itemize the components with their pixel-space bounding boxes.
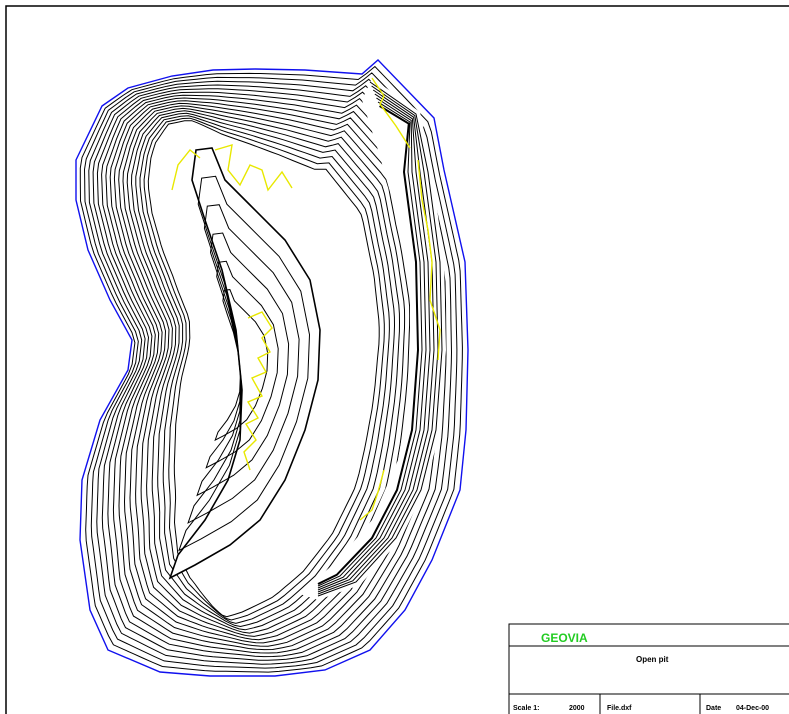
pit-floor-bench: [178, 175, 311, 552]
pit-floor-outline: [168, 147, 321, 580]
highlight-line: [243, 311, 273, 471]
pit-contour-ring: [130, 110, 401, 631]
pit-contour-ring: [126, 107, 406, 634]
east-bench-line: [317, 89, 435, 593]
east-bench-line: [317, 81, 443, 597]
pit-floor-bench: [214, 289, 269, 442]
highlight-line: [214, 144, 293, 192]
scale-label: Scale 1:: [513, 705, 539, 712]
pit-contour-ring: [143, 117, 385, 621]
pit-floor-bench: [196, 232, 290, 497]
date-value: 04-Dec-00: [736, 705, 769, 712]
company-name: GEOVIA: [541, 631, 588, 645]
highlight-line: [417, 159, 441, 361]
title-block: GEOVIA Open pit Scale 1: 2000 File.dxf D…: [508, 623, 789, 714]
pit-contour-ring: [135, 112, 396, 628]
pit-contour-ring: [79, 65, 463, 673]
pit-floor-bench: [187, 204, 300, 524]
date-label: Date: [706, 705, 721, 712]
east-bench-line: [317, 93, 431, 591]
pit-contour-ring: [147, 120, 380, 618]
east-bench-line: [317, 97, 427, 589]
pit-boundary-outline: [75, 59, 469, 677]
pit-floor-bench: [205, 260, 279, 469]
east-bench-line: [317, 105, 420, 585]
highlight-line: [171, 149, 201, 191]
file-label: File.dxf: [607, 705, 632, 712]
drawing-frame: [5, 5, 789, 714]
ramp-corridor: [300, 78, 446, 600]
drawing-title: Open pit: [636, 655, 669, 664]
pit-contour-ring: [83, 72, 458, 669]
pit-floor-contours: [168, 147, 321, 580]
east-bench-line: [317, 85, 439, 595]
pit-contour-ring: [139, 115, 390, 624]
highlight-lines: [171, 77, 441, 521]
highlight-line: [359, 469, 385, 521]
highlight-line: [371, 77, 411, 149]
scale-value: 2000: [569, 705, 585, 712]
east-bench-contours: [317, 81, 443, 597]
pit-contour-ring: [122, 105, 411, 637]
